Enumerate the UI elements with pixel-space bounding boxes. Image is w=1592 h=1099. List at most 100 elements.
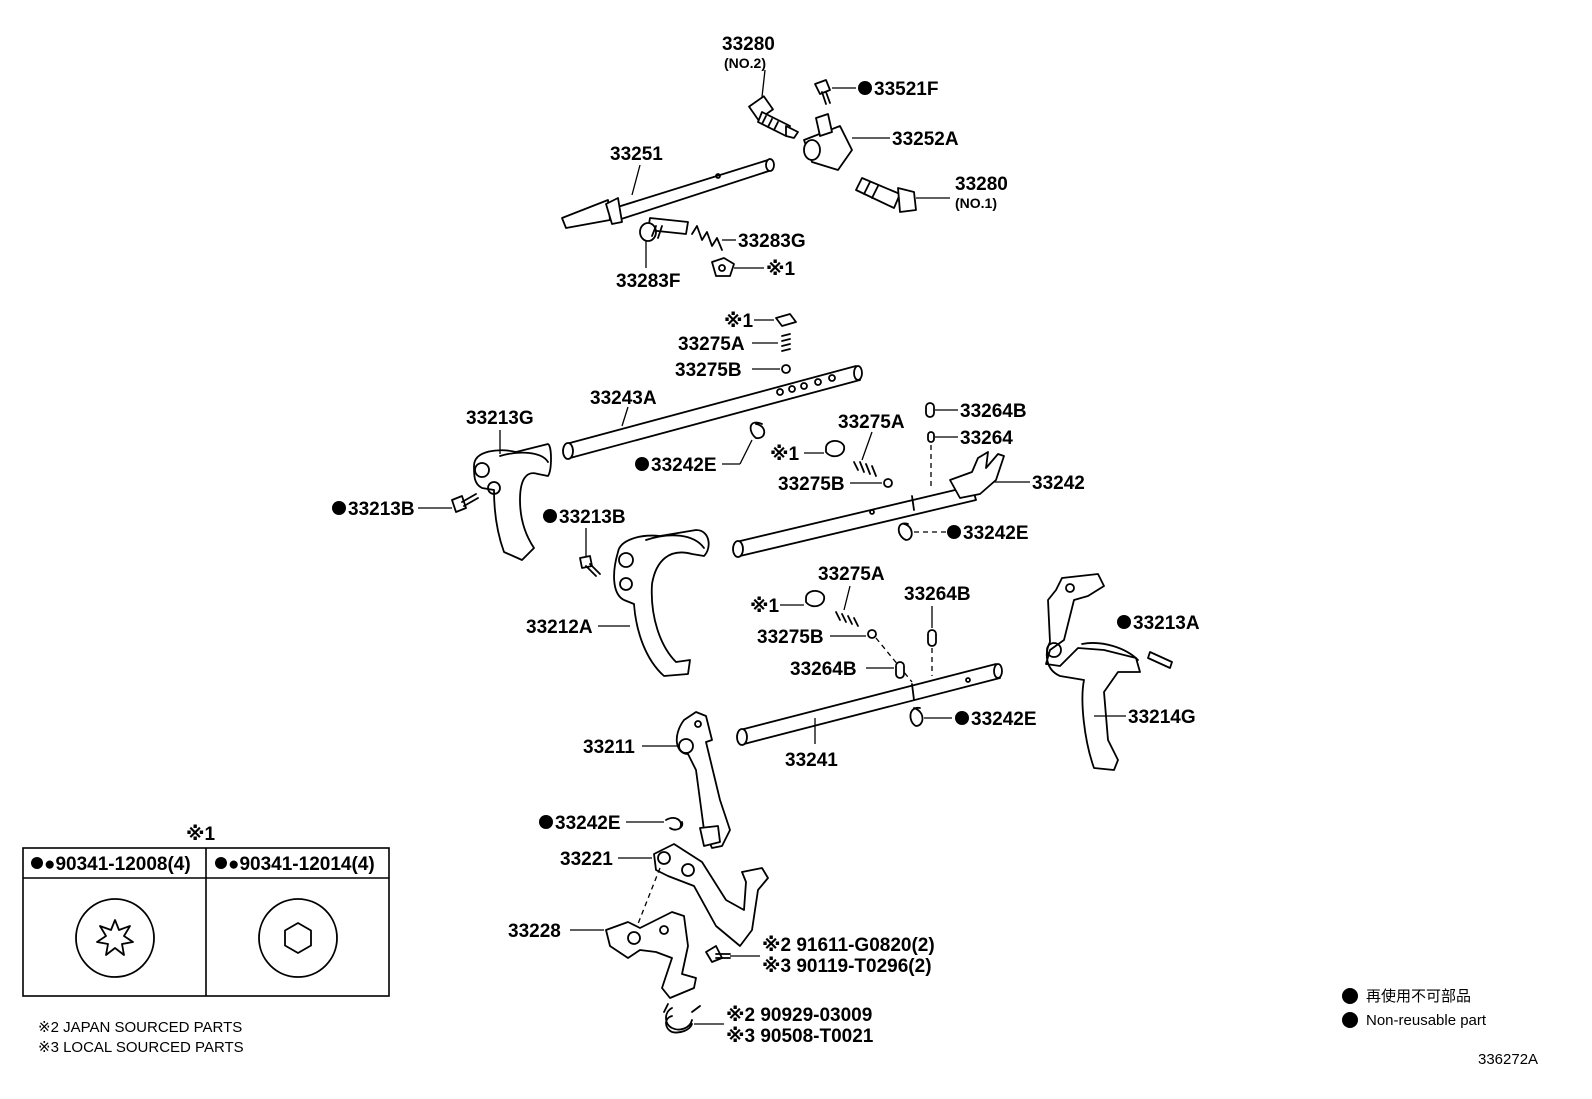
leader-33275A-b (861, 431, 873, 461)
label-33242E-b: 33242E (963, 523, 1029, 544)
part-33212A-fork-drawing (613, 529, 710, 677)
part-33243A-shaft-drawing (562, 365, 863, 460)
label-ref1-a: ※1 (766, 259, 795, 280)
non-reusable-dot-33242E-c (955, 711, 969, 725)
label-33280-no1-sub: (NO.1) (955, 195, 997, 211)
part-33264B-pin-b-drawing (927, 629, 937, 647)
label-90508: ※3 90508-T0021 (726, 1026, 874, 1047)
inset-title: ※1 (186, 824, 215, 845)
legend-jp: 再使用不可部品 (1366, 988, 1471, 1005)
part-33275A-spring-c-drawing (805, 590, 877, 639)
label-33242: 33242 (1032, 473, 1085, 494)
label-33275A-a: 33275A (678, 334, 745, 355)
part-33521F-bolt-drawing (814, 79, 831, 105)
label-33242E-a: 33242E (651, 455, 717, 476)
part-33241-shaft-drawing (736, 663, 1003, 746)
label-33264: 33264 (960, 428, 1013, 449)
inset-ref1-table: ※1 ●90341-12008(4) ●90341-12014(4) (22, 824, 390, 997)
part-plug-ref1-a-drawing (711, 257, 735, 277)
part-33264B-pin-c-drawing (895, 661, 905, 679)
part-33213B-bolt-b-drawing (579, 555, 601, 577)
part-33214G-fork-drawing (1045, 573, 1141, 771)
leader-33242E-a (739, 439, 753, 465)
leader-33275A-c (843, 585, 851, 611)
label-33212A: 33212A (526, 617, 593, 638)
non-reusable-dot-33213A (1117, 615, 1131, 629)
label-33280-no2: 33280 (722, 34, 775, 55)
legend-dot-jp (1342, 988, 1358, 1004)
torx-bolt-icon (75, 898, 155, 978)
part-33252A-drawing (803, 113, 853, 171)
label-91611: ※2 91611-G0820(2) (762, 935, 935, 956)
label-33280-no1: 33280 (955, 174, 1008, 195)
label-33275B-c: 33275B (757, 627, 824, 648)
label-33221: 33221 (560, 849, 613, 870)
label-90119: ※3 90119-T0296(2) (762, 956, 932, 977)
label-33251: 33251 (610, 144, 663, 165)
label-33275A-b: 33275A (838, 412, 905, 433)
leader-33243A (621, 406, 629, 427)
label-33213A: 33213A (1133, 613, 1200, 634)
legend-en: Non-reusable part (1366, 1012, 1487, 1029)
label-33242E-d: 33242E (555, 813, 621, 834)
dashed-33275B-c (875, 637, 913, 683)
part-33275A-spring-a-drawing (775, 313, 797, 374)
part-33280-no1-drawing (855, 177, 917, 213)
label-33275B-a: 33275B (675, 360, 742, 381)
part-bolt-91611-drawing (705, 945, 731, 963)
legend-dot-en (1342, 1012, 1358, 1028)
part-33242E-clip-b-drawing (897, 522, 913, 541)
label-ref1-b: ※1 (724, 311, 753, 332)
part-33251-shaft-drawing (561, 158, 775, 229)
label-ref1-d: ※1 (750, 596, 779, 617)
label-90929: ※2 90929-03009 (726, 1005, 872, 1026)
label-ref1-c: ※1 (770, 444, 799, 465)
label-33280-no2-sub: (NO.2) (724, 55, 766, 71)
label-33252A: 33252A (892, 129, 959, 150)
hex-bolt-icon (258, 898, 338, 978)
label-33521F: 33521F (874, 79, 938, 100)
label-33213G: 33213G (466, 408, 534, 429)
part-33242E-clip-a-drawing (749, 421, 766, 439)
note-local-sourced: ※3 LOCAL SOURCED PARTS (38, 1039, 244, 1056)
leader-33251 (631, 164, 641, 196)
label-33264B-b: 33264B (904, 584, 971, 605)
part-33213G-fork-drawing (473, 443, 552, 561)
label-33283F: 33283F (616, 271, 680, 292)
part-33283F-drawing (639, 217, 689, 242)
label-33264B-a: 33264B (960, 401, 1027, 422)
label-33275B-b: 33275B (778, 474, 845, 495)
part-33213A-pin-drawing (1147, 651, 1173, 669)
label-33242E-c: 33242E (971, 709, 1037, 730)
non-reusable-dot-33213B-b (543, 509, 557, 523)
part-33211-lever-drawing (675, 711, 731, 849)
non-reusable-dot-33213B-a (332, 501, 346, 515)
part-33264-pin-drawing (927, 431, 935, 443)
part-33275A-spring-b-drawing (825, 440, 893, 488)
non-reusable-dot-33242E-d (539, 815, 553, 829)
label-33213B-b: 33213B (559, 507, 626, 528)
part-33221-lever-drawing (653, 843, 769, 947)
legend: 再使用不可部品 Non-reusable part (1342, 988, 1487, 1029)
note-japan-sourced: ※2 JAPAN SOURCED PARTS (38, 1019, 242, 1036)
inset-dot-left (31, 857, 43, 869)
part-33242-shaft-drawing (732, 451, 1005, 558)
label-33243A: 33243A (590, 388, 657, 409)
figure-id: 336272A (1478, 1051, 1538, 1068)
part-33280-no2-drawing (748, 95, 799, 139)
leader-33280-no2 (761, 69, 766, 98)
label-33241: 33241 (785, 750, 838, 771)
part-33242E-clip-d-drawing (665, 816, 684, 831)
label-33275A-c: 33275A (818, 564, 885, 585)
label-33283G: 33283G (738, 231, 806, 252)
label-33228: 33228 (508, 921, 561, 942)
part-33228-lever-drawing (605, 911, 697, 999)
dashed-33221 (633, 867, 661, 935)
part-33242E-clip-c-drawing (909, 707, 924, 727)
label-33214G: 33214G (1128, 707, 1196, 728)
non-reusable-dot-33242E-b (947, 525, 961, 539)
non-reusable-dot-33521F (858, 81, 872, 95)
label-33213B-a: 33213B (348, 499, 415, 520)
part-spring-90929-drawing (663, 1003, 701, 1034)
